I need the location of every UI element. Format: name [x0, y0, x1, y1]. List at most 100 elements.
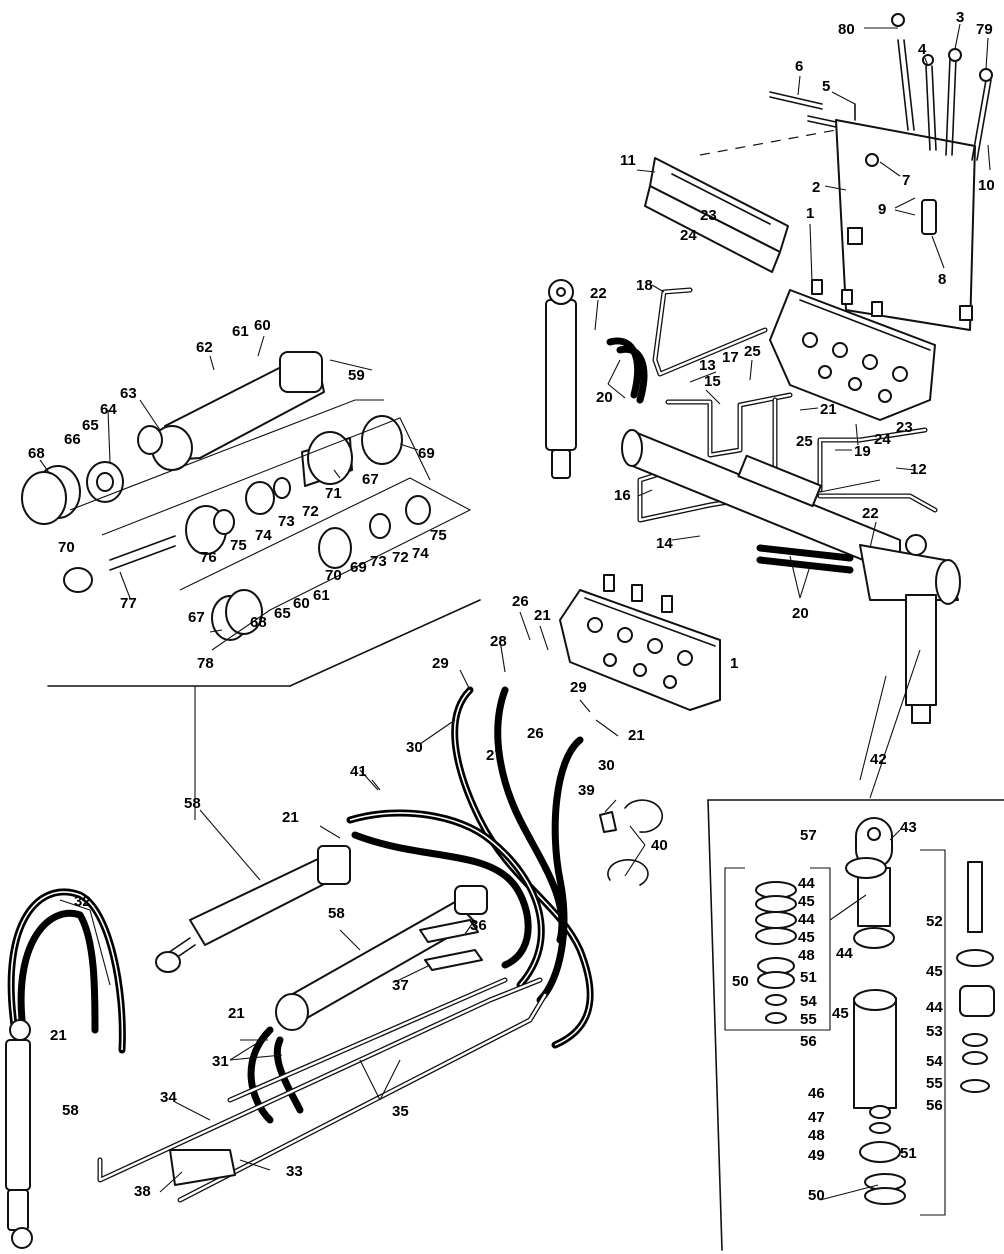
callout-49: 49 — [808, 1147, 825, 1164]
callout-72b: 72 — [392, 549, 409, 566]
callout-65: 65 — [82, 417, 99, 434]
callout-45b: 45 — [798, 929, 815, 946]
callout-68b: 68 — [250, 614, 267, 631]
callout-60b: 60 — [293, 595, 310, 612]
callout-21e: 21 — [282, 809, 299, 826]
rigid-pipes-upper — [637, 287, 938, 523]
callout-18: 18 — [636, 277, 653, 294]
callout-32: 32 — [74, 893, 91, 910]
lower-control-valve — [559, 574, 721, 711]
callout-45c: 45 — [832, 1005, 849, 1022]
callout-52: 52 — [926, 913, 943, 930]
exploded-cylinder-assembly — [21, 351, 481, 687]
callout-10: 10 — [978, 177, 995, 194]
callout-14: 14 — [656, 535, 673, 552]
callout-13: 13 — [699, 357, 716, 374]
callout-20: 20 — [596, 389, 613, 406]
callout-51b: 51 — [900, 1145, 917, 1162]
callout-4: 4 — [918, 41, 927, 58]
callout-34: 34 — [160, 1089, 177, 1106]
callout-21d: 21 — [628, 727, 645, 744]
callout-44d: 44 — [926, 999, 943, 1016]
callout-61b: 61 — [313, 587, 330, 604]
leader-lines — [39, 23, 991, 1201]
callout-75: 75 — [230, 537, 247, 554]
callout-23b: 23 — [896, 419, 913, 436]
callout-58c: 58 — [62, 1102, 79, 1119]
callout-17: 17 — [722, 349, 739, 366]
callout-72: 72 — [302, 503, 319, 520]
callout-21f: 21 — [228, 1005, 245, 1022]
callout-22: 22 — [590, 285, 607, 302]
callout-66: 66 — [64, 431, 81, 448]
callout-44c: 44 — [836, 945, 853, 962]
callout-19: 19 — [854, 443, 871, 460]
callout-23: 23 — [700, 207, 717, 224]
callout-74b: 74 — [412, 545, 429, 562]
callout-74: 74 — [255, 527, 272, 544]
callout-3: 3 — [956, 9, 964, 26]
callout-80: 80 — [838, 21, 855, 38]
callout-26: 26 — [512, 593, 529, 610]
callout-47: 47 — [808, 1109, 825, 1126]
callout-21g: 21 — [50, 1027, 67, 1044]
callout-61: 61 — [232, 323, 249, 340]
callout-11: 11 — [620, 152, 636, 169]
callout-7: 7 — [902, 172, 910, 189]
callout-56b: 56 — [926, 1097, 943, 1114]
callout-12: 12 — [910, 461, 927, 478]
callout-79: 79 — [976, 21, 993, 38]
callout-20b: 20 — [792, 605, 809, 622]
callout-68: 68 — [28, 445, 45, 462]
callout-76: 76 — [200, 549, 217, 566]
callout-73: 73 — [278, 513, 295, 530]
callout-42: 42 — [870, 751, 887, 768]
rigid-pipes-lower — [97, 977, 548, 1203]
callout-50b: 50 — [808, 1187, 825, 1204]
callout-25: 25 — [744, 343, 761, 360]
callout-6: 6 — [795, 58, 803, 75]
callout-31: 31 — [212, 1053, 229, 1070]
callout-15: 15 — [704, 373, 721, 390]
lift-cylinder-upper — [545, 279, 577, 479]
callout-24: 24 — [680, 227, 697, 244]
callout-65b: 65 — [274, 605, 291, 622]
callout-46: 46 — [808, 1085, 825, 1102]
callout-70: 70 — [58, 539, 75, 556]
callout-30b: 30 — [598, 757, 615, 774]
callout-24b: 24 — [874, 431, 891, 448]
callout-26b: 26 — [527, 725, 544, 742]
callout-53: 53 — [926, 1023, 943, 1040]
callout-33: 33 — [286, 1163, 303, 1180]
callout-27: 27 — [486, 747, 503, 764]
callout-1b: 1 — [730, 655, 738, 672]
upper-control-valve — [769, 279, 936, 421]
callout-29b: 29 — [570, 679, 587, 696]
upper-hoses-20 — [606, 337, 854, 574]
cylinder-seal-kit-42 — [707, 649, 1004, 1251]
callout-48b: 48 — [808, 1127, 825, 1144]
callout-69: 69 — [418, 445, 435, 462]
callout-45d: 45 — [926, 963, 943, 980]
callout-64: 64 — [100, 401, 117, 418]
callout-78: 78 — [197, 655, 214, 672]
cylinder-58-vertical — [5, 1019, 33, 1249]
callout-56: 56 — [800, 1033, 817, 1050]
callout-25b: 25 — [796, 433, 813, 450]
callout-1: 1 — [806, 205, 814, 222]
callout-54: 54 — [800, 993, 817, 1010]
callout-30: 30 — [406, 739, 423, 756]
snap-rings-39-40 — [599, 799, 663, 886]
callout-69b: 69 — [350, 559, 367, 576]
callout-2: 2 — [812, 179, 820, 196]
callout-77: 77 — [120, 595, 137, 612]
callout-labels: 80 4 3 79 6 5 7 10 11 2 9 8 23 24 1 18 2… — [28, 9, 995, 1204]
callout-16: 16 — [614, 487, 631, 504]
callout-51: 51 — [800, 969, 817, 986]
callout-44: 44 — [798, 875, 815, 892]
callout-41: 41 — [350, 763, 367, 780]
callout-70b: 70 — [325, 567, 342, 584]
callout-60: 60 — [254, 317, 271, 334]
callout-71: 71 — [325, 485, 342, 502]
callout-38: 38 — [134, 1183, 151, 1200]
